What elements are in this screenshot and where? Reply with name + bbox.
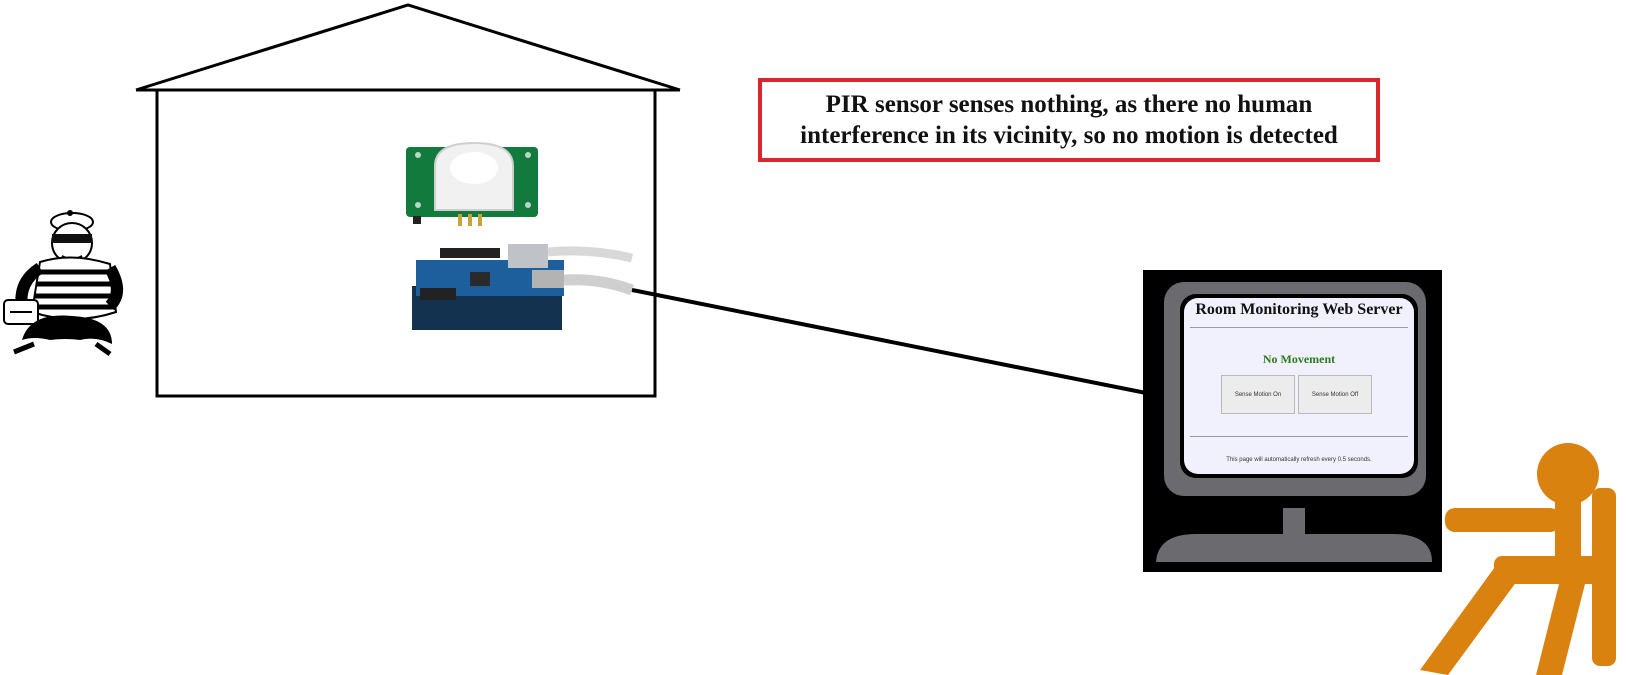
sense-motion-on-button[interactable]: Sense Motion On (1221, 375, 1295, 414)
server-page-title: Room Monitoring Web Server (1195, 301, 1403, 318)
callout-line-2: interference in its vicinity, so no moti… (800, 122, 1338, 149)
footer-divider (1190, 436, 1408, 437)
explanation-callout: PIR sensor senses nothing, as there no h… (758, 78, 1380, 162)
motion-status-text: No Movement (1262, 352, 1336, 366)
web-server-page: Room Monitoring Web Server No Movement S… (1184, 298, 1414, 474)
callout-line-1: PIR sensor senses nothing, as there no h… (825, 91, 1313, 118)
arduino-ethernet-icon (412, 244, 634, 330)
refresh-note: This page will automatically refresh eve… (1226, 457, 1372, 463)
burglar-icon (3, 210, 123, 357)
house-outline-icon (135, 3, 681, 398)
sense-motion-off-button[interactable]: Sense Motion Off (1298, 375, 1372, 414)
pir-sensor-icon (406, 141, 538, 226)
title-divider (1190, 327, 1408, 328)
network-cable (631, 288, 1147, 395)
seated-person-icon (1420, 443, 1616, 675)
